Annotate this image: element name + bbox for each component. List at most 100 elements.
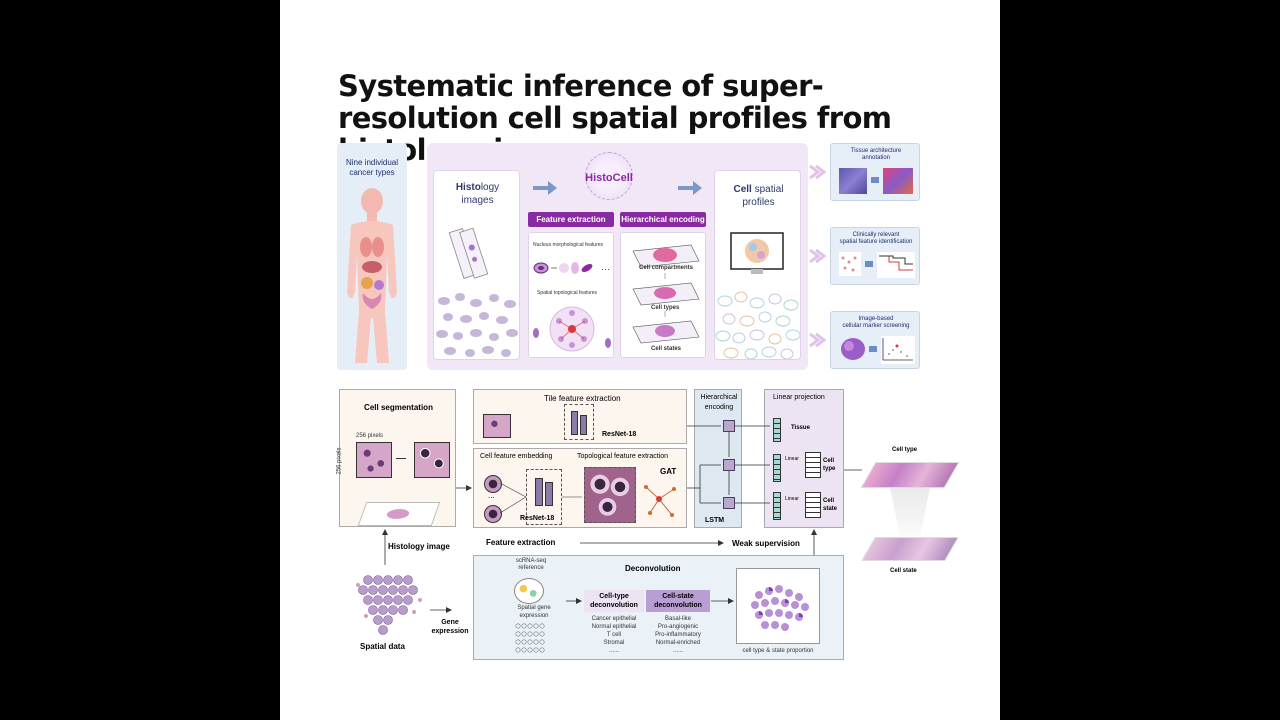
figure-page: Systematic inference of super-resolution…: [280, 0, 1000, 720]
cellstate-proj-label: Cell state: [823, 498, 838, 512]
resnet-block-bottom: [526, 469, 562, 525]
tile-image-segmented: [414, 442, 450, 478]
gene-expression-label: Gene expression: [431, 619, 469, 635]
cell-segmentation-label: Cell segmentation: [364, 403, 433, 412]
app-card-spatial-feature: Clinically relevant spatial feature iden…: [830, 227, 920, 285]
nucleus-shapes-icon: [533, 262, 611, 352]
cell-feature-embedding-label: Cell feature embedding: [480, 453, 553, 460]
spatial-gene-expr-label: Spatial gene expression: [517, 605, 551, 619]
cellstate-output-label: Cell state: [890, 568, 917, 574]
scrna-ref-label: scRNA-seq reference: [515, 558, 547, 571]
ellipsis-icon: …: [601, 262, 610, 272]
weak-supervision-label: Weak supervision: [732, 539, 800, 548]
app-card-tissue-annotation: Tissue architecture annotation: [830, 143, 920, 201]
linear-projection-label: Linear projection: [773, 394, 825, 401]
cell-states-label: Cell states: [651, 346, 682, 352]
cellstate-deconv-header: Cell-state deconvolution: [646, 590, 710, 612]
app-card-1-line1: Tissue architecture: [850, 148, 902, 154]
histology-image-label: Histology image: [388, 542, 450, 551]
cell-ellipsis: ...: [488, 491, 495, 500]
proportion-pie-grid: [751, 585, 809, 631]
cell-types-label: Cell types: [651, 305, 680, 311]
gat-label: GAT: [660, 467, 677, 476]
celltype-deconv-header: Cell-type deconvolution: [584, 590, 644, 612]
cell-feature-embedding-box: Cell feature embedding Topological featu…: [473, 448, 687, 528]
app-card-2-line2: spatial feature identification: [839, 239, 913, 245]
tile-feature-extraction-label: Tile feature extraction: [544, 394, 621, 403]
histology-slide-illustration: [436, 227, 518, 357]
celltype-vector-icon: [773, 454, 781, 482]
celltype-proj-label: Cell type: [823, 458, 836, 472]
cellstate-item-4: ......: [672, 648, 683, 654]
cellstate-item-3: Normal-enriched: [655, 640, 701, 646]
resnet-top-label: ResNet-18: [602, 431, 637, 438]
tissue-thumb-before: [839, 168, 867, 194]
topological-feature-label: Topological feature extraction: [577, 453, 669, 460]
marker-screening-icon: [841, 336, 915, 364]
spatial-features-label: Spatial topological features: [537, 290, 598, 296]
human-body-icon: [347, 188, 397, 363]
celltype-item-0: Cancer epithelial: [591, 616, 637, 622]
cellstate-item-2: Pro-inflammatory: [655, 632, 701, 638]
cellstate-item-1: Pro-angiogenic: [657, 624, 699, 630]
celltype-item-1: Normal epithelial: [591, 624, 637, 630]
app-card-3-line2: cellular marker screening: [842, 323, 910, 329]
pixels-horizontal-label: 256 pixels: [356, 433, 384, 439]
feature-extraction-label: Feature extraction: [486, 538, 556, 547]
proportion-label: cell type & state proportion: [742, 648, 814, 654]
spatial-data-spot-grid: [356, 425, 862, 635]
linear-1-label: Linear: [785, 456, 799, 462]
lstm-label: LSTM: [705, 517, 725, 524]
app-card-1-line2: annotation: [861, 155, 891, 161]
spatial-expression-dots: [515, 598, 734, 653]
cell-crop-2: [484, 505, 502, 523]
monitor-illustration: [715, 232, 800, 359]
encoder-node-2: [723, 459, 735, 471]
tile-image-raw: [356, 442, 392, 478]
cell-compartments-label: Cell compartments: [639, 265, 694, 271]
gat-graph-icon: [499, 482, 676, 517]
survival-curve-icon: [839, 252, 915, 278]
arrow-icon: [871, 177, 879, 183]
tile-feature-extraction-box: Tile feature extraction ResNet-18: [473, 389, 687, 444]
hierarchical-encoding-tab: Hierarchical encoding: [620, 212, 706, 227]
app-card-2-line1: Clinically relevant: [852, 232, 900, 238]
nucleus-features-label: Nucleus morphological features: [533, 242, 604, 248]
celltype-matrix-icon: [805, 452, 821, 478]
encoder-node-3: [723, 497, 735, 509]
histocell-label: HistoCell: [585, 172, 633, 184]
app-card-3-line1: Image-based: [858, 316, 894, 322]
celltype-item-3: Stromal: [603, 640, 625, 646]
celltype-item-4: ......: [608, 648, 619, 654]
linear-2-label: Linear: [785, 496, 799, 502]
hierarchical-encoding-label: Hierarchical encoding: [700, 394, 738, 411]
cellstate-matrix-icon: [805, 492, 821, 518]
tissue-thumb-after: [883, 168, 913, 194]
tissue-label: Tissue: [791, 425, 810, 431]
encoder-node-1: [723, 420, 735, 432]
cell-segmentation-box: Cell segmentation 256 pixels 256 pixels: [337, 389, 456, 527]
segmentation-arrow-icon: [396, 458, 406, 459]
celltype-output-label: Cell type: [892, 447, 918, 453]
linear-projection-box: Linear projection Tissue Linear Cell typ…: [764, 389, 844, 528]
tissue-vector-icon: [773, 418, 781, 442]
resnet-block-top: [564, 404, 594, 440]
topological-graph-image: [584, 467, 636, 523]
feature-extraction-tab: Feature extraction: [528, 212, 614, 227]
feature-extraction-card: Nucleus morphological features … Spatial…: [528, 232, 614, 358]
tile-thumb: [483, 414, 511, 438]
cancer-types-label: Nine individual cancer types: [345, 158, 399, 177]
cancer-types-panel: Nine individual cancer types: [337, 143, 407, 370]
celltype-item-2: T cell: [606, 632, 622, 638]
deconvolution-box: Deconvolution scRNA-seq reference Spatia…: [473, 555, 844, 660]
cellstate-item-0: Basal-like: [664, 616, 691, 622]
resnet-bottom-label: ResNet-18: [520, 515, 555, 522]
cellstate-vector-icon: [773, 492, 781, 520]
spatial-data-label: Spatial data: [360, 642, 405, 651]
layer-stack-icon: [632, 244, 700, 344]
hierarchical-encoding-card: Cell compartments Cell types Cell states: [620, 232, 706, 358]
